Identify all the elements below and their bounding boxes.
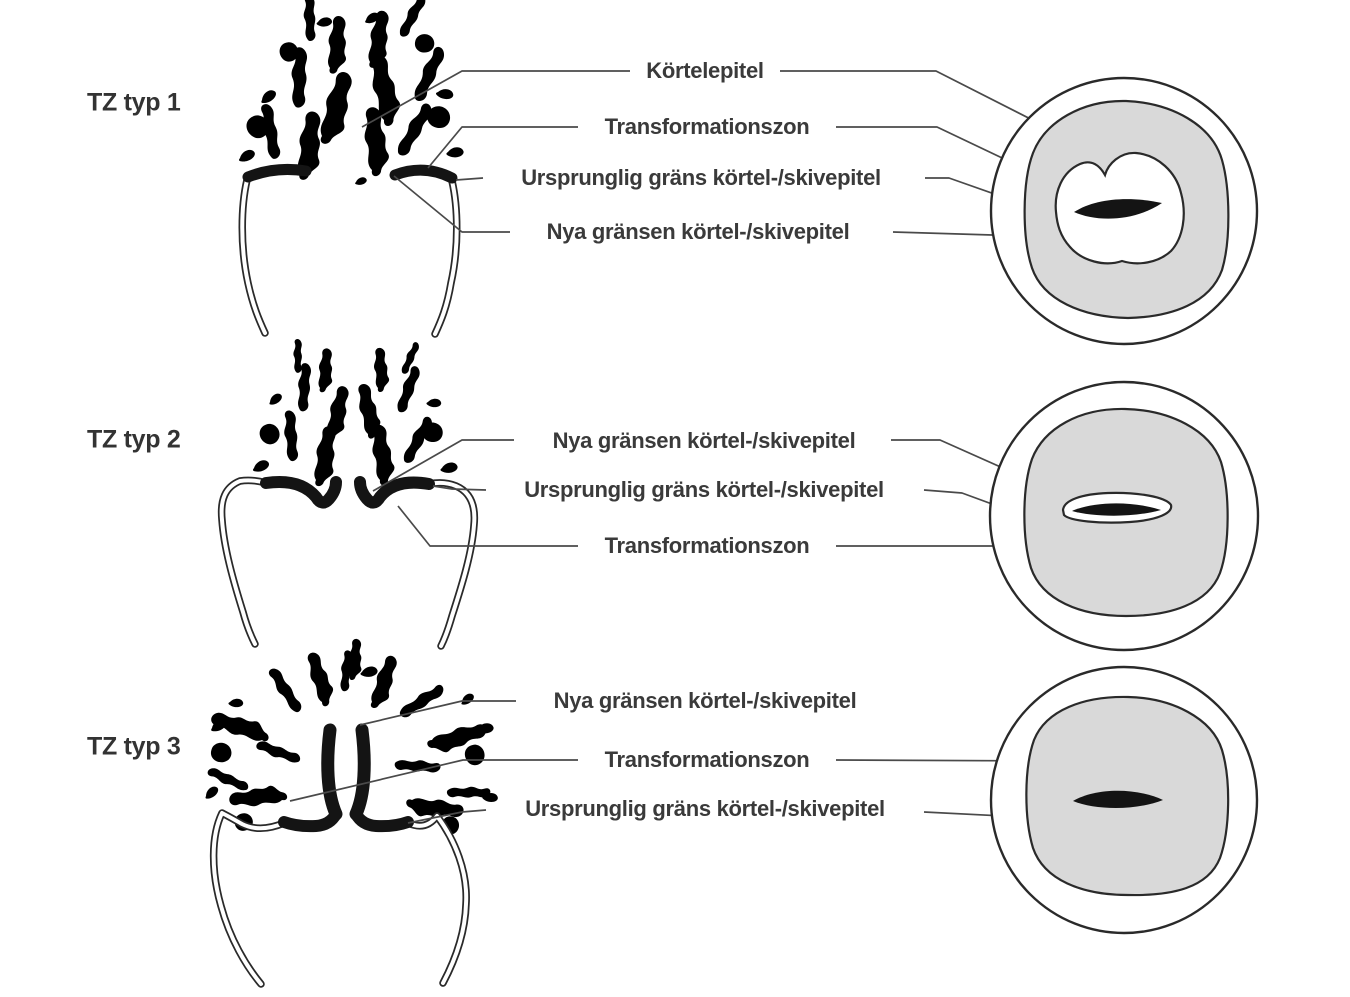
tz1-original-scj-band-left	[242, 164, 312, 183]
tz3-annotation-ursprunglig-grans: Ursprunglig gräns körtel-/skivepitel	[523, 796, 887, 822]
tz1-annotation-ursprunglig-grans: Ursprunglig gräns körtel-/skivepitel	[519, 165, 883, 191]
tz3-cervix-wall-right	[404, 812, 470, 987]
tz3-annotation-transformationszon: Transformationszon	[602, 747, 812, 773]
tz1-original-scj-band-right	[389, 164, 458, 184]
tz1-annotation-transformationszon: Transformationszon	[602, 114, 812, 140]
tz2-scj-band-left	[260, 476, 342, 509]
tz2-cross-section	[988, 380, 1260, 652]
tz3-annotation-nya-gransen: Nya gränsen körtel-/skivepitel	[551, 688, 859, 714]
tz2-annotation-ursprunglig-grans: Ursprunglig gräns körtel-/skivepitel	[522, 477, 886, 503]
tz1-columnar-villi	[237, 0, 465, 185]
tz1-cross-section	[989, 76, 1259, 346]
tz2-columnar-villi	[252, 338, 459, 488]
tz1-annotation-kortelepitel: Körtelepitel	[644, 58, 766, 84]
tz2-cervix-wall-right	[425, 479, 479, 650]
tz3-columnar-villi	[202, 638, 500, 838]
tz3-scj-band-right	[349, 723, 414, 833]
tz3-cross-section	[989, 665, 1259, 935]
tz1-external-os	[1074, 199, 1162, 219]
tz1-cervix-schematic	[237, 0, 465, 338]
tz2-type-label: TZ typ 2	[87, 425, 181, 454]
tz1-type-label: TZ typ 1	[87, 88, 181, 117]
tz1-cervix-wall-right	[431, 177, 461, 338]
tz2-annotation-nya-gransen: Nya gränsen körtel-/skivepitel	[550, 428, 858, 454]
tz3-cervix-schematic	[202, 638, 500, 988]
tz1-cervix-wall-left	[238, 176, 269, 337]
tz3-scj-band-left	[278, 723, 343, 833]
tz3-external-os	[1073, 790, 1163, 808]
tz2-scj-band-right	[354, 476, 435, 509]
tz2-external-os	[1072, 503, 1161, 516]
tz1-annotation-nya-gransen: Nya gränsen körtel-/skivepitel	[544, 219, 852, 245]
tz2-annotation-transformationszon: Transformationszon	[602, 533, 812, 559]
tz2-cervix-wall-left	[217, 476, 270, 648]
tz2-cervix-schematic	[217, 338, 479, 650]
tz3-type-label: TZ typ 3	[87, 732, 181, 761]
tz3-cervix-wall-left	[209, 809, 288, 988]
